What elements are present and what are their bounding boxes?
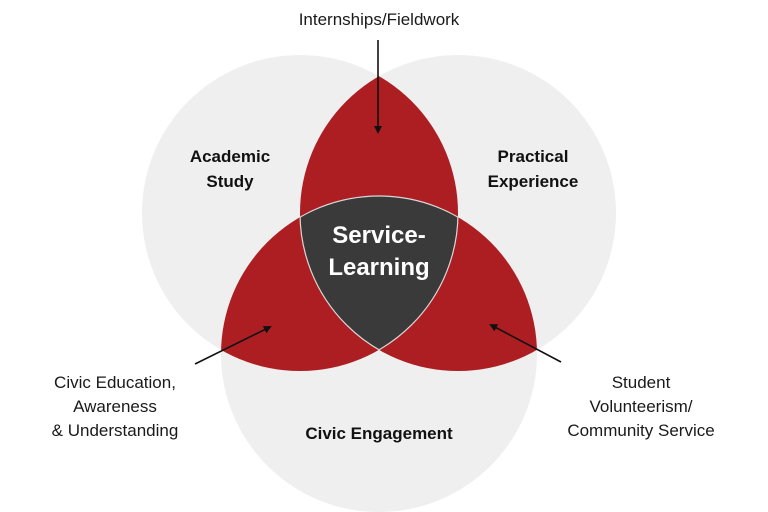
label-student-volunteerism: Student Volunteerism/ Community Service	[546, 371, 736, 443]
label-civic-engagement: Civic Engagement	[279, 421, 479, 446]
arrow-student-volunteerism	[489, 324, 562, 363]
arrow-civic-education	[194, 326, 272, 365]
label-volunteerism-line2: Volunteerism/	[589, 397, 693, 416]
center-outline-top	[300, 195, 458, 371]
label-civic-education: Civic Education, Awareness & Understandi…	[20, 371, 210, 443]
label-civic-education-line3: & Understanding	[51, 421, 179, 440]
label-center-line1: Service-	[332, 222, 426, 249]
label-volunteerism-line1: Student	[611, 373, 671, 392]
label-academic-line2: Study	[206, 172, 254, 191]
label-internships-fieldwork: Internships/Fieldwork	[259, 8, 499, 32]
label-internships-line1: Internships/Fieldwork	[298, 10, 460, 29]
label-service-learning: Service- Learning	[299, 220, 459, 284]
label-academic-study: Academic Study	[165, 144, 295, 194]
label-civic-education-line2: Awareness	[73, 397, 157, 416]
label-academic-line1: Academic	[189, 147, 271, 166]
label-civic-education-line1: Civic Education,	[54, 373, 176, 392]
label-civic-line1: Civic Engagement	[305, 424, 453, 443]
label-practical-experience: Practical Experience	[468, 144, 598, 194]
label-practical-line2: Experience	[487, 172, 579, 191]
label-center-line2: Learning	[328, 254, 430, 281]
label-volunteerism-line3: Community Service	[567, 421, 715, 440]
label-practical-line1: Practical	[497, 147, 569, 166]
